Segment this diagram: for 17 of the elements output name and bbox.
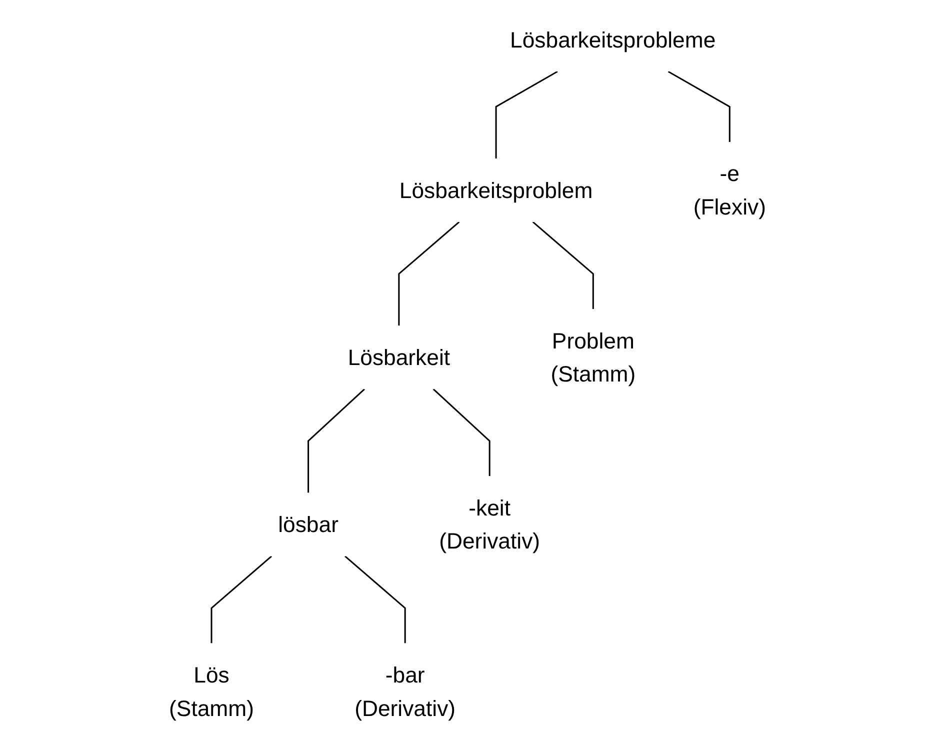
node-text: -keit (Derivativ) (439, 495, 540, 554)
connector (398, 221, 460, 326)
node-text: Lösbarkeitsprobleme (510, 27, 716, 52)
node-text: Problem (Stamm) (550, 328, 636, 387)
node-text: Lösbarkeitsproblem (399, 178, 593, 203)
connector (344, 556, 406, 644)
connector (432, 388, 490, 476)
node-text: Lösbarkeit (348, 344, 450, 370)
connector (532, 221, 594, 310)
connector (308, 388, 366, 493)
node-text: Lös (Stamm) (169, 662, 254, 721)
node-text: lösbar (278, 512, 338, 538)
connector (210, 556, 272, 644)
node-text: -e (Flexiv) (693, 161, 766, 220)
node-text: -bar (Derivativ) (354, 662, 456, 721)
connector (668, 70, 730, 142)
connector (495, 70, 558, 159)
